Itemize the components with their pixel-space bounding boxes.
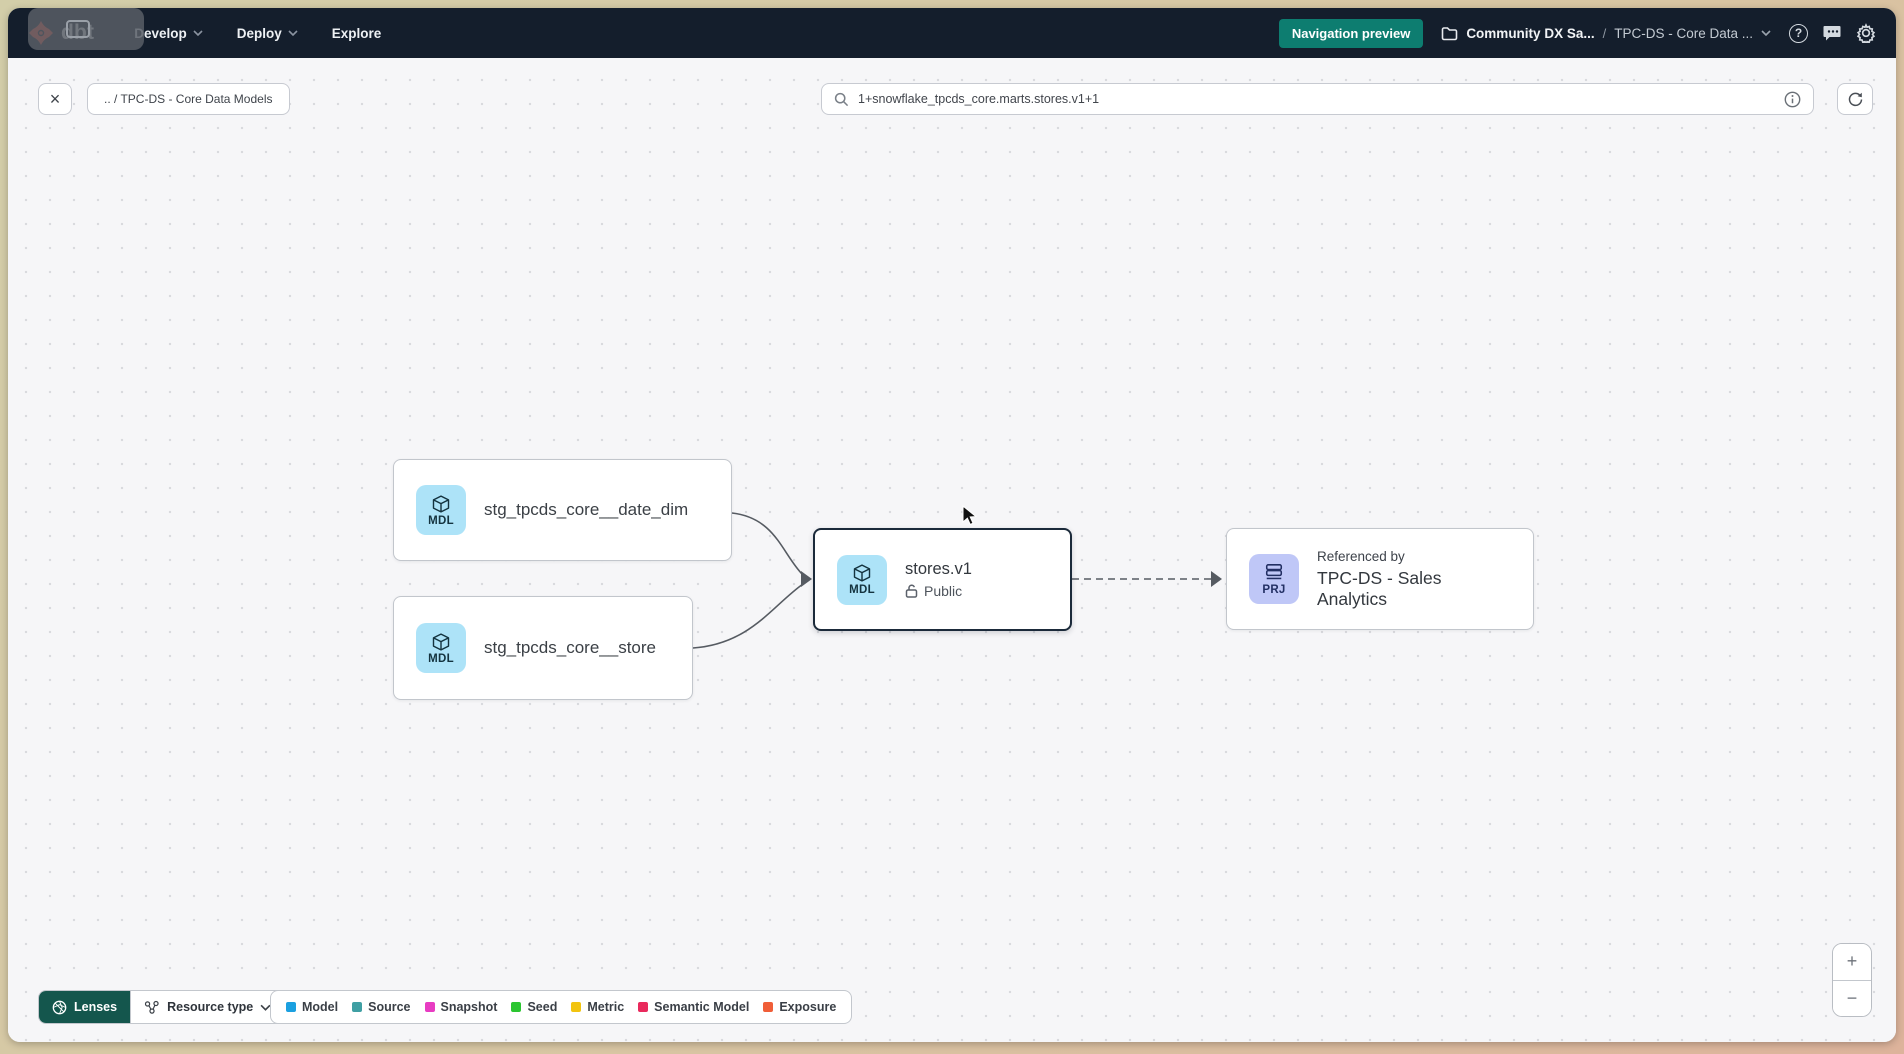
badge-code: PRJ [1262, 583, 1286, 596]
legend-swatch [511, 1002, 522, 1012]
legend-item-exposure: Exposure [763, 1000, 836, 1014]
node-label: stg_tpcds_core__store [484, 638, 656, 657]
badge-code: MDL [428, 652, 454, 665]
legend-swatch [763, 1002, 774, 1012]
zoom-out-button[interactable]: − [1833, 980, 1871, 1016]
navigation-preview-button[interactable]: Navigation preview [1278, 18, 1424, 48]
node-stores-v1-selected[interactable]: MDL stores.v1 Public [813, 528, 1072, 631]
legend-swatch [638, 1002, 649, 1012]
refresh-icon [1848, 92, 1862, 106]
folder-icon [1442, 26, 1458, 40]
resource-type-dropdown[interactable]: Resource type [130, 991, 284, 1023]
lineage-search-input[interactable]: 1+snowflake_tpcds_core.marts.stores.v1+1 [821, 83, 1814, 115]
node-stg-tpcds-core-date-dim[interactable]: MDL stg_tpcds_core__date_dim [393, 459, 732, 561]
badge-code: MDL [849, 584, 875, 596]
node-label: stores.v1 [905, 560, 972, 578]
resource-graph-icon [144, 1000, 159, 1014]
lenses-button[interactable]: Lenses [39, 991, 131, 1023]
close-icon: × [49, 88, 61, 109]
chevron-down-icon [260, 1004, 271, 1011]
node-label: TPC-DS - Sales Analytics [1317, 567, 1442, 609]
node-label: stg_tpcds_core__date_dim [484, 500, 689, 519]
close-lineage-button[interactable]: × [38, 83, 72, 115]
menu-item-develop[interactable]: Develop [134, 26, 203, 41]
feedback-icon[interactable] [1822, 24, 1842, 43]
app-window: dbt Develop Deploy Explore Navigation pr… [8, 8, 1896, 1042]
stacked-drawers-icon [1265, 563, 1283, 579]
lenses-label: Lenses [74, 1000, 118, 1014]
cube-icon [432, 632, 450, 651]
path-chip-label: .. / TPC-DS - Core Data Models [104, 92, 273, 106]
node-access: Public [905, 583, 972, 599]
chevron-down-icon [1761, 30, 1771, 36]
lenses-resource-control: Lenses Resource type [38, 990, 286, 1024]
top-navbar: dbt Develop Deploy Explore Navigation pr… [8, 8, 1896, 58]
chevron-down-icon [193, 30, 203, 36]
model-badge: MDL [837, 554, 887, 605]
legend-swatch [286, 1002, 296, 1012]
menu-item-explore[interactable]: Explore [332, 26, 382, 41]
cube-icon [432, 494, 450, 513]
badge-code: MDL [428, 514, 454, 527]
refresh-lineage-button[interactable] [1837, 83, 1873, 115]
cube-icon [853, 564, 871, 582]
node-referenced-by-sales-analytics[interactable]: PRJ Referenced by TPC-DS - Sales Analyti… [1226, 528, 1534, 630]
resource-type-legend: Model Source Snapshot Seed Metric Semant… [270, 990, 853, 1024]
project-badge: PRJ [1249, 554, 1299, 604]
search-query-text: 1+snowflake_tpcds_core.marts.stores.v1+1 [858, 92, 1100, 106]
legend-item-semantic-model: Semantic Model [638, 1000, 749, 1014]
access-label: Public [924, 583, 963, 599]
lineage-path-chip[interactable]: .. / TPC-DS - Core Data Models [87, 83, 290, 115]
navbar-icons: ? [1789, 23, 1876, 43]
chevron-down-icon [288, 30, 298, 36]
lock-open-icon [905, 584, 918, 598]
breadcrumb-separator: / [1602, 25, 1607, 41]
main-menu: Develop Deploy Explore [134, 26, 381, 41]
menu-item-label: Explore [331, 25, 382, 41]
breadcrumb-project: Community DX Sa... [1466, 25, 1595, 41]
legend-swatch [571, 1002, 582, 1012]
search-icon [834, 92, 849, 106]
model-badge: MDL [416, 485, 466, 535]
resource-type-label: Resource type [167, 1000, 254, 1014]
zoom-in-button[interactable]: + [1833, 944, 1871, 981]
menu-item-label: Deploy [236, 25, 282, 41]
navbar-right: Navigation preview Community DX Sa... / … [1278, 18, 1876, 48]
legend-item-source: Source [352, 1000, 411, 1014]
info-icon[interactable] [1784, 91, 1801, 108]
canvas-zoom-controls: + − [1832, 943, 1872, 1017]
settings-gear-icon[interactable] [1856, 23, 1876, 43]
breadcrumb-page: TPC-DS - Core Data ... [1614, 25, 1753, 41]
lens-aperture-icon [52, 1000, 67, 1014]
node-stg-tpcds-core-store[interactable]: MDL stg_tpcds_core__store [393, 596, 693, 700]
help-icon[interactable]: ? [1789, 23, 1808, 43]
menu-item-deploy[interactable]: Deploy [237, 26, 298, 41]
window-icon [66, 20, 90, 38]
menu-item-label: Develop [134, 25, 187, 41]
legend-item-seed: Seed [511, 1000, 557, 1014]
model-badge: MDL [416, 623, 466, 673]
legend-item-model: Model [286, 1000, 338, 1014]
legend-swatch [352, 1002, 363, 1012]
legend-item-snapshot: Snapshot [424, 1000, 497, 1014]
screen-overlay-artifact [28, 8, 144, 50]
legend-item-metric: Metric [571, 1000, 624, 1014]
legend-swatch [424, 1002, 435, 1012]
node-sublabel: Referenced by [1317, 548, 1405, 564]
breadcrumb[interactable]: Community DX Sa... / TPC-DS - Core Data … [1441, 26, 1771, 41]
